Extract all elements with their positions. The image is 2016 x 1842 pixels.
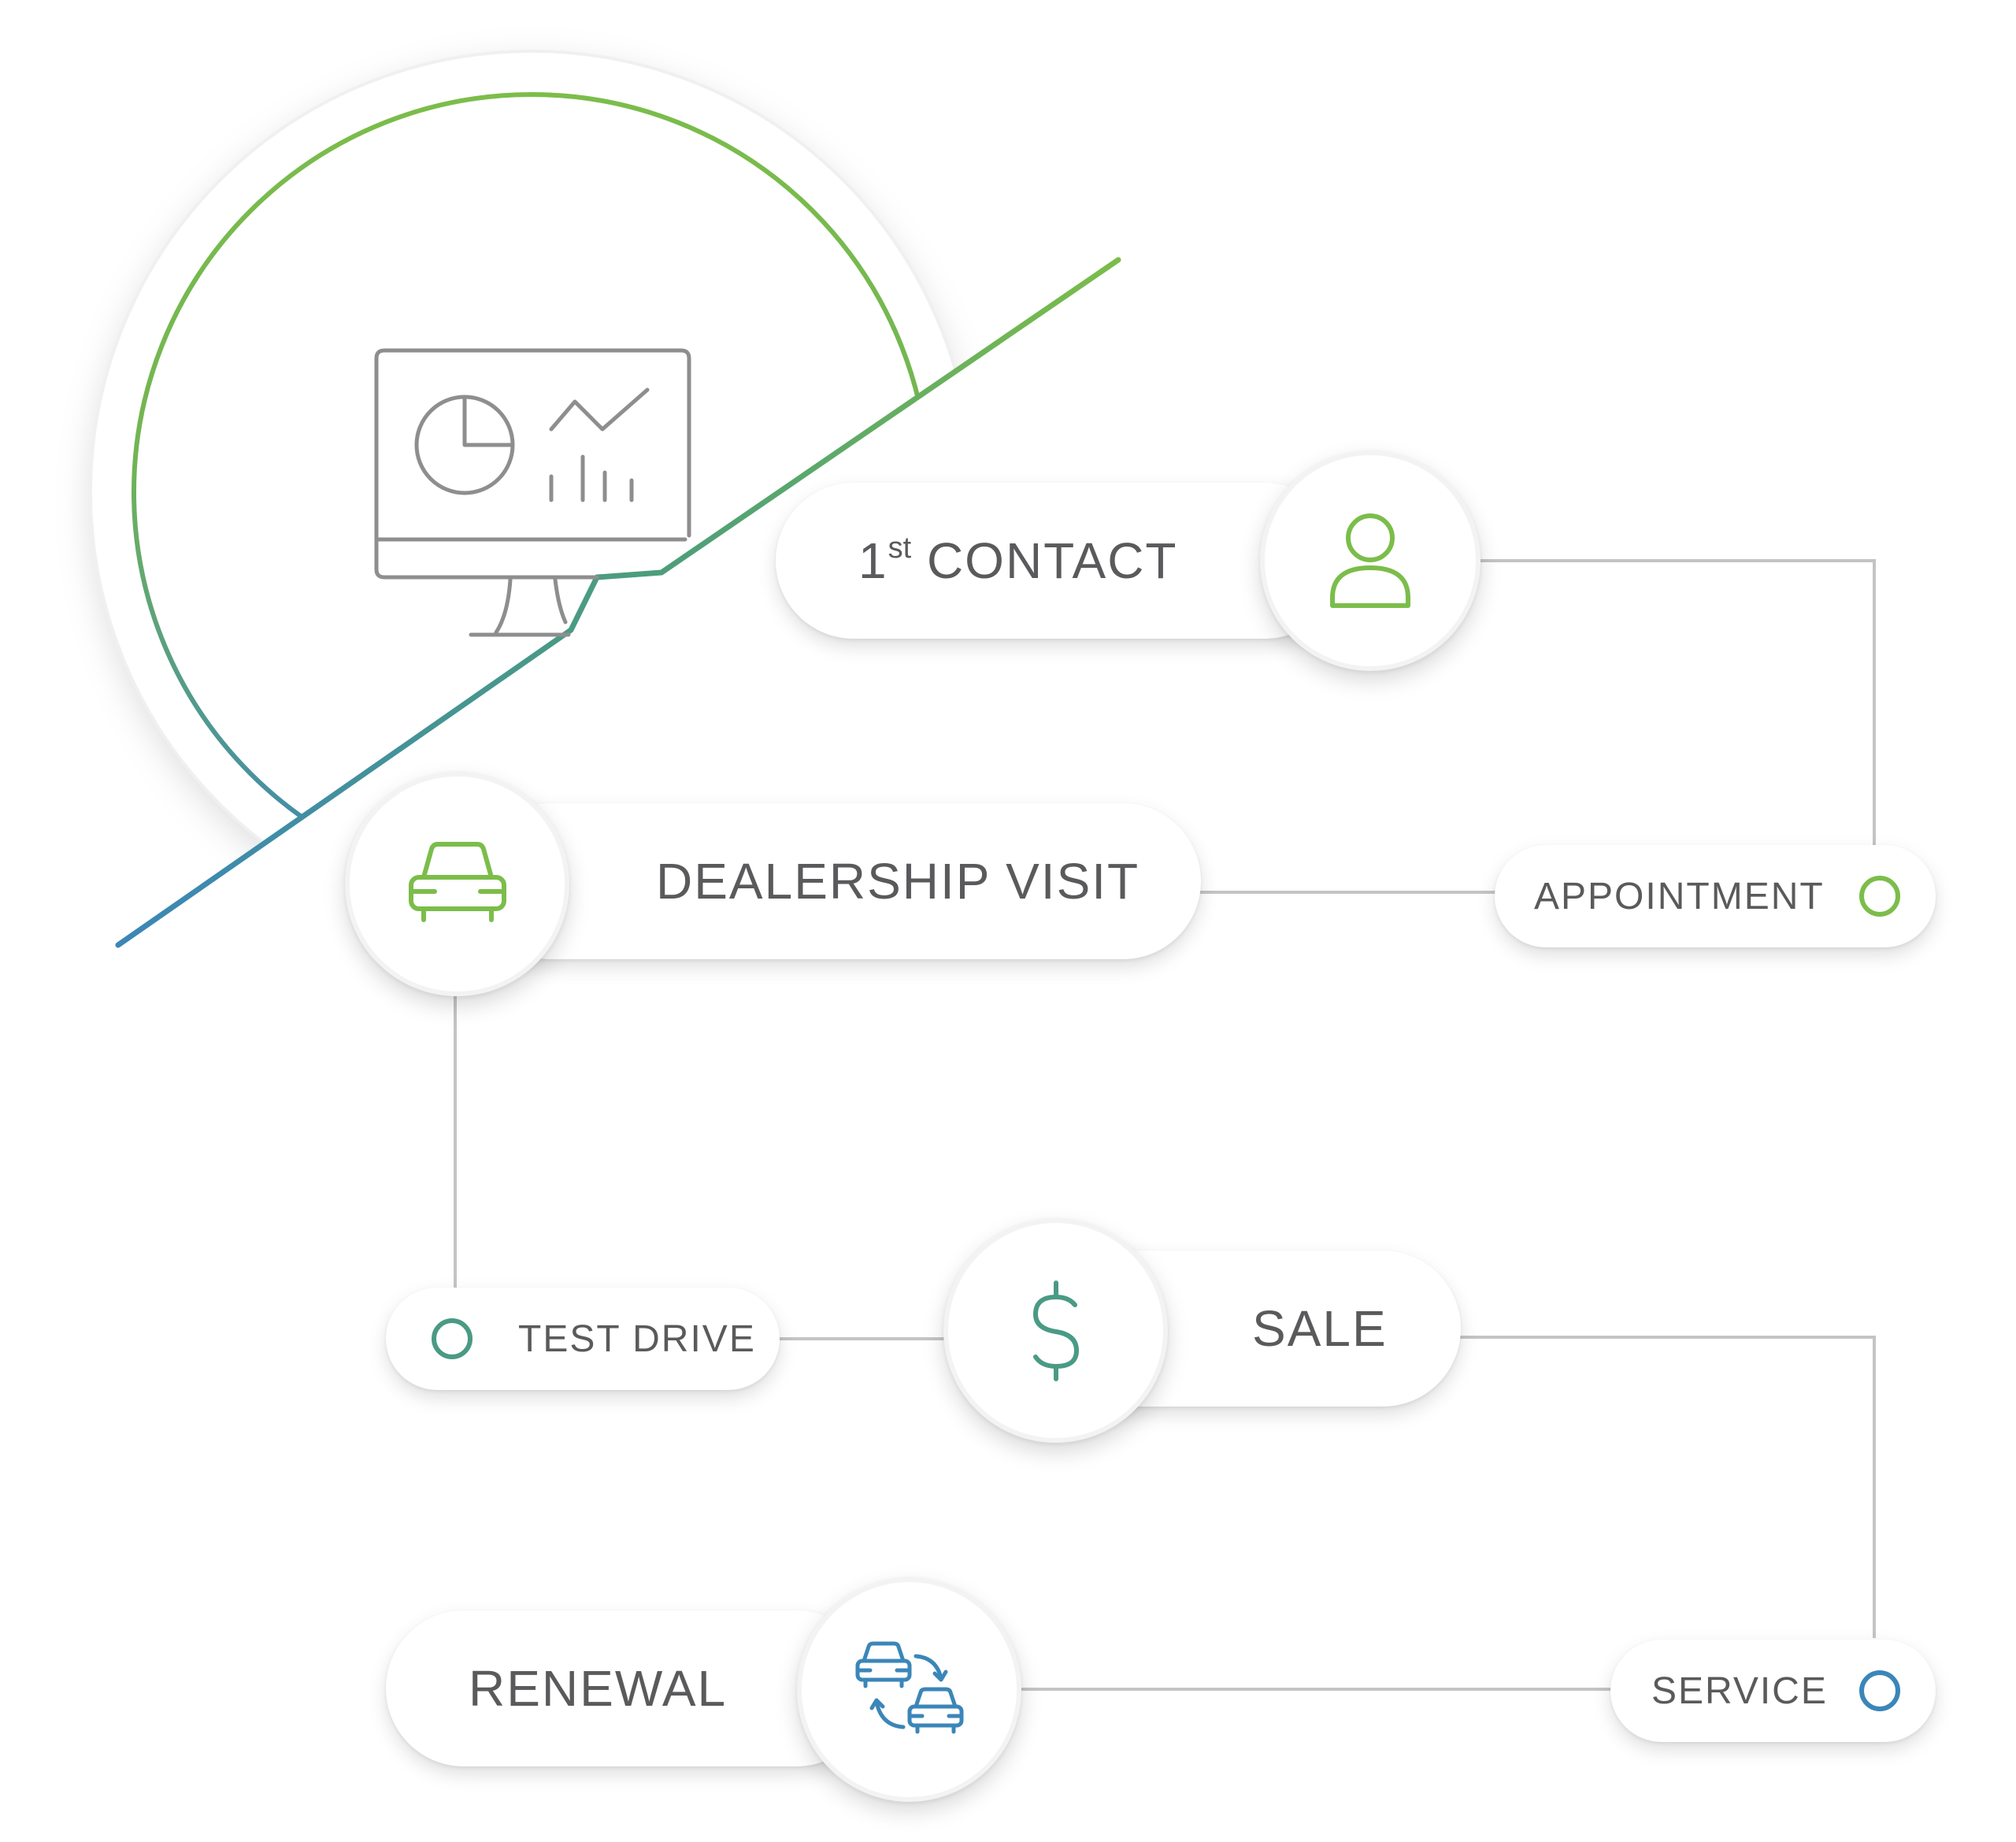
ring-icon bbox=[1859, 1670, 1900, 1711]
person-icon bbox=[1330, 513, 1410, 608]
stage-sale-label: SALE bbox=[1252, 1300, 1388, 1357]
milestone-appointment[interactable]: APPOINTMENT bbox=[1495, 845, 1936, 947]
connector-lines bbox=[454, 559, 1876, 1691]
dollar-icon bbox=[1032, 1280, 1079, 1381]
stage-renewal[interactable]: RENEWAL bbox=[386, 1610, 874, 1766]
connector-sale-service bbox=[1457, 1336, 1876, 1638]
milestone-service-label: SERVICE bbox=[1651, 1670, 1828, 1712]
stage-dealership-visit[interactable]: DEALERSHIP VISIT bbox=[472, 803, 1201, 959]
milestone-service[interactable]: SERVICE bbox=[1610, 1640, 1936, 1742]
stage-first-contact-label: 1st CONTACT bbox=[858, 532, 1178, 589]
monitor-dashboard-icon bbox=[374, 348, 691, 637]
person-icon-badge bbox=[1260, 450, 1480, 671]
stage-renewal-label: RENEWAL bbox=[469, 1660, 728, 1717]
car-swap-icon bbox=[855, 1641, 963, 1733]
ring-icon bbox=[432, 1318, 472, 1359]
stage-dealership-visit-label: DEALERSHIP VISIT bbox=[656, 853, 1140, 910]
stage-first-contact[interactable]: 1st CONTACT bbox=[776, 483, 1343, 639]
car-icon-badge bbox=[345, 772, 569, 996]
car-swap-icon-badge bbox=[797, 1577, 1021, 1802]
milestone-appointment-label: APPOINTMENT bbox=[1534, 875, 1825, 917]
connector-contact-appointment bbox=[1480, 559, 1876, 845]
ring-icon bbox=[1859, 876, 1900, 917]
milestone-test-drive-label: TEST DRIVE bbox=[518, 1318, 756, 1360]
dollar-icon-badge bbox=[943, 1218, 1168, 1443]
car-icon bbox=[408, 841, 506, 922]
milestone-test-drive[interactable]: TEST DRIVE bbox=[386, 1288, 780, 1390]
